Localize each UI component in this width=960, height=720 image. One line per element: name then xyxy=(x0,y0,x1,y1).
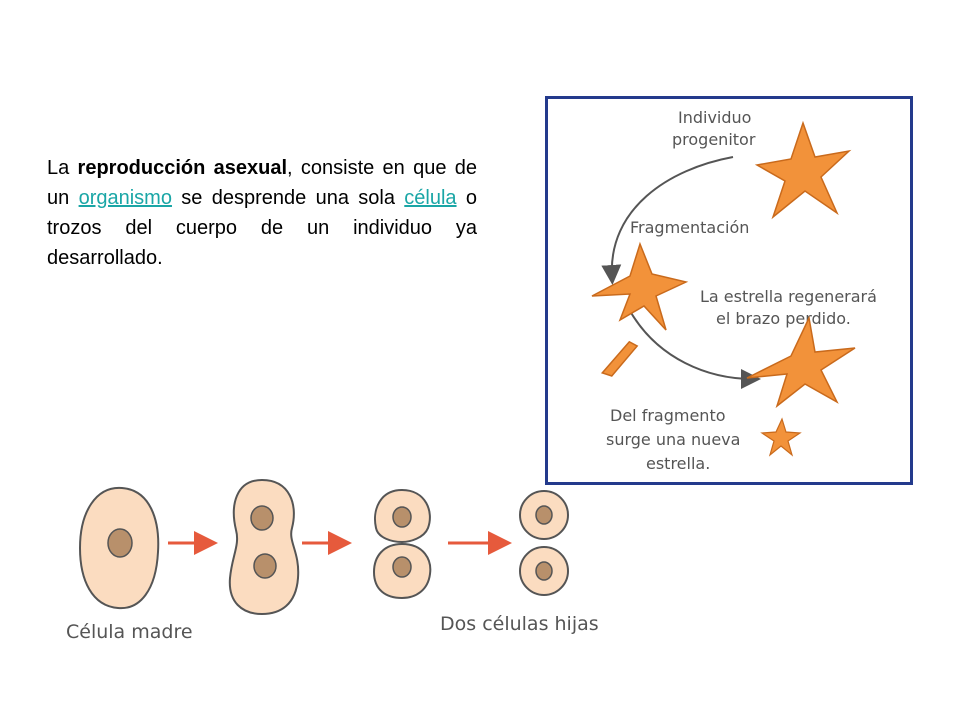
text-part: o trozos del cuerpo de un individuo ya d… xyxy=(47,187,477,269)
starfish-fragmented xyxy=(591,241,689,331)
nucleus xyxy=(392,556,412,578)
link-organismo[interactable]: organismo xyxy=(78,187,172,209)
label-fragment-line2: surge una nueva xyxy=(606,430,740,449)
label-fragment-line3: estrella. xyxy=(646,454,710,473)
label-mother-cell: Célula madre xyxy=(66,621,193,643)
label-parent-line1: Individuo xyxy=(678,108,751,127)
label-fragmentation: Fragmentación xyxy=(630,218,749,237)
nucleus xyxy=(250,505,274,531)
starfish-regenerated xyxy=(746,315,856,409)
nucleus xyxy=(253,553,277,579)
label-parent-line2: progenitor xyxy=(672,130,756,149)
cell-dividing xyxy=(372,488,432,600)
description-paragraph: La reproducción asexual, consiste en que… xyxy=(47,153,477,273)
nucleus xyxy=(107,528,133,558)
label-daughter-cells: Dos células hijas xyxy=(440,613,599,635)
arrow-parent-to-fragment xyxy=(601,156,734,285)
cell-mother xyxy=(78,486,160,610)
label-regenerate-line1: La estrella regenerará xyxy=(700,287,877,306)
nucleus xyxy=(535,505,553,525)
starfish-diagram-svg: Individuo progenitor Fragmentación La es… xyxy=(591,108,877,473)
starfish-arm-fragment xyxy=(600,340,639,377)
nucleus xyxy=(392,506,412,528)
starfish-diagram: Individuo progenitor Fragmentación La es… xyxy=(545,96,913,485)
cell-elongated xyxy=(228,478,300,616)
cell-daughters xyxy=(519,490,569,596)
text-part: , consiste en que de un xyxy=(47,157,477,209)
label-fragment-line1: Del fragmento xyxy=(610,406,726,425)
starfish-new xyxy=(760,417,802,457)
text-part: se desprende una sola xyxy=(171,187,405,209)
label-regenerate-line2: el brazo perdido. xyxy=(716,309,851,328)
arrow-fragment-to-regenerated xyxy=(629,310,761,389)
starfish-parent xyxy=(754,120,852,220)
text-part: La xyxy=(47,157,78,179)
nucleus xyxy=(535,561,553,581)
link-celula[interactable]: célula xyxy=(404,187,457,209)
bold-term: reproducción asexual xyxy=(77,157,288,179)
